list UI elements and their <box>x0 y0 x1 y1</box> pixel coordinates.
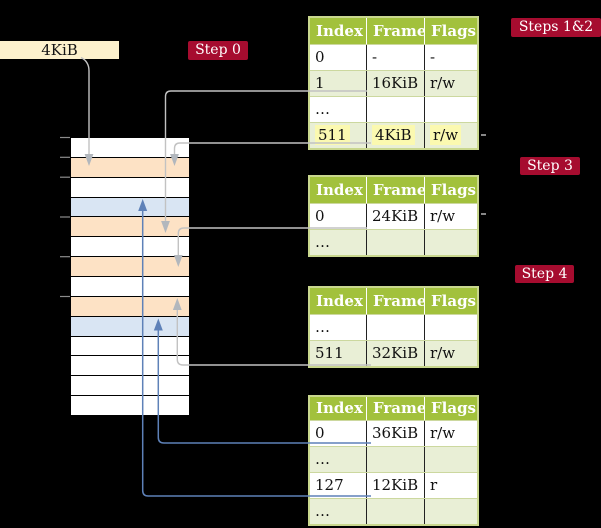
cell-frame: 32KiB <box>367 341 425 366</box>
highlight: r/w <box>430 125 462 145</box>
cell-frame: 4KiB <box>367 123 425 148</box>
cell-index: 511 <box>310 123 367 148</box>
memory-row <box>71 395 189 416</box>
cell-index: … <box>310 499 367 524</box>
cell-flags <box>425 315 477 340</box>
memory-row <box>71 216 189 237</box>
badge-step-4: Step 4 <box>515 265 574 283</box>
memory-row <box>71 335 189 356</box>
memory-row <box>71 276 189 296</box>
table-header-row: Index Frame Flags <box>310 397 477 420</box>
cell-index: 511 <box>310 341 367 366</box>
page-table-step4-upper: Index Frame Flags … 511 32KiB r/w <box>308 286 479 368</box>
physical-memory-column <box>70 137 190 416</box>
table-row: … <box>310 314 477 340</box>
badge-step-0: Step 0 <box>188 41 248 60</box>
cell-frame <box>367 97 425 122</box>
table-row: 0 24KiB r/w <box>310 203 477 229</box>
memory-row <box>71 156 189 177</box>
memory-row <box>71 236 189 257</box>
cell-frame: 36KiB <box>367 421 425 446</box>
highlight: 511 <box>315 125 350 145</box>
cell-flags <box>425 447 477 472</box>
cell-flags: r/w <box>430 424 456 442</box>
cell-flags: - <box>430 48 436 66</box>
memory-row <box>71 355 189 376</box>
cell-flags: r <box>430 476 438 494</box>
memory-row <box>71 295 189 316</box>
column-header-index: Index <box>310 288 367 314</box>
memory-row <box>71 256 189 277</box>
cell-frame: 24KiB <box>367 204 425 229</box>
cell-flags <box>425 230 477 255</box>
cell-index: … <box>310 447 367 472</box>
badge-step-3: Step 3 <box>520 157 580 175</box>
column-header-index: Index <box>310 177 367 203</box>
column-header-flags: Flags <box>431 292 476 310</box>
cell-flags <box>425 97 477 122</box>
cell-frame <box>367 499 425 524</box>
cell-frame <box>367 230 425 255</box>
cell-frame <box>367 315 425 340</box>
column-header-frame: Frame <box>367 177 425 203</box>
column-header-flags: Flags <box>431 399 476 417</box>
cell-index: 0 <box>310 204 367 229</box>
memory-row <box>71 138 189 157</box>
badge-steps-1-2: Steps 1&2 <box>511 18 601 37</box>
column-header-index: Index <box>310 18 367 44</box>
table-header-row: Index Frame Flags <box>310 18 477 44</box>
table-row: 127 12KiB r <box>310 472 477 498</box>
column-header-index: Index <box>310 397 367 420</box>
cell-index: 1 <box>310 71 367 96</box>
table-row: 0 36KiB r/w <box>310 420 477 446</box>
cell-index: 0 <box>310 421 367 446</box>
memory-row <box>71 176 189 197</box>
column-header-flags: Flags <box>431 181 476 199</box>
memory-row <box>71 196 189 217</box>
table-row: … <box>310 498 477 524</box>
cell-index: … <box>310 230 367 255</box>
page-table-step3: Index Frame Flags 0 24KiB r/w … <box>308 175 479 257</box>
memory-row <box>71 375 189 396</box>
cell-flags <box>425 499 477 524</box>
table-row-highlighted: 511 4KiB r/w <box>310 122 477 148</box>
table-row: 1 16KiB r/w <box>310 70 477 96</box>
highlight: 4KiB <box>372 125 415 145</box>
column-header-frame: Frame <box>367 397 425 420</box>
cell-flags: r/w <box>430 207 456 225</box>
cell-frame <box>367 447 425 472</box>
cell-frame: - <box>367 45 425 70</box>
page-size-label: 4KiB <box>0 41 119 59</box>
cell-index: 127 <box>310 473 367 498</box>
table-row: 511 32KiB r/w <box>310 340 477 366</box>
cell-frame: 16KiB <box>367 71 425 96</box>
table-header-row: Index Frame Flags <box>310 288 477 314</box>
cell-index: 0 <box>310 45 367 70</box>
page-table-steps12: Index Frame Flags 0 - - 1 16KiB r/w … 51… <box>308 16 479 150</box>
cell-flags: r/w <box>430 344 456 362</box>
table-row: … <box>310 446 477 472</box>
cell-flags: r/w <box>430 74 456 92</box>
cell-flags: r/w <box>425 123 477 148</box>
table-row: … <box>310 96 477 122</box>
column-header-frame: Frame <box>367 288 425 314</box>
column-header-flags: Flags <box>431 22 476 40</box>
table-row: … <box>310 229 477 255</box>
page-table-step4-lower: Index Frame Flags 0 36KiB r/w … 127 12Ki… <box>308 395 479 526</box>
table-header-row: Index Frame Flags <box>310 177 477 203</box>
cell-frame: 12KiB <box>367 473 425 498</box>
cell-index: … <box>310 315 367 340</box>
memory-row <box>71 315 189 336</box>
table-row: 0 - - <box>310 44 477 70</box>
memory-ticks <box>60 136 70 298</box>
column-header-frame: Frame <box>367 18 425 44</box>
cell-index: … <box>310 97 367 122</box>
